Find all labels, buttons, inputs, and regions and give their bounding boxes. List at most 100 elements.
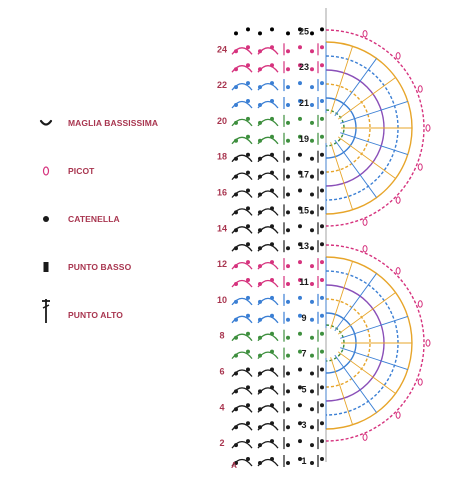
row-label-right: 21 [299, 98, 309, 108]
stitch-arch-mark [257, 100, 279, 109]
stitch-arch-mark [257, 279, 279, 288]
row-label-right: 17 [299, 170, 309, 180]
lower-fan-spoke [340, 347, 408, 371]
chain-stitch-mark [298, 313, 302, 318]
lower-fan-ring [325, 324, 345, 362]
stitch-arch-mark [257, 154, 279, 163]
chain-stitch-mark [234, 31, 238, 36]
row-label-right: 19 [299, 134, 309, 144]
chain-stitch-mark [298, 242, 302, 247]
row-label-left: 18 [217, 152, 227, 162]
row-label-right: 3 [301, 420, 306, 430]
chain-stitch-mark [320, 99, 324, 103]
chain-stitch-mark [320, 385, 324, 390]
upper-fan-picot [395, 52, 401, 60]
row-label-left: 14 [217, 223, 227, 233]
stitch-arch-mark [257, 440, 279, 449]
stitch-arch-mark [257, 47, 279, 55]
row-label-left: 20 [217, 116, 227, 126]
stitch-arch-mark [231, 244, 253, 252]
upper-fan-spoke [337, 136, 396, 179]
chain-stitch-mark [286, 407, 290, 412]
chain-stitch-mark [298, 45, 302, 50]
chain-stitch-mark [286, 299, 290, 304]
chain-stitch-mark [246, 27, 250, 32]
row-label-right: 15 [299, 205, 309, 215]
chain-stitch-mark [320, 170, 324, 175]
row-label-right: 1 [301, 456, 306, 466]
stitch-arch-mark [257, 333, 279, 342]
single-crochet-icon [43, 262, 49, 272]
upper-fan-spoke [340, 100, 408, 124]
chain-stitch-mark [298, 116, 302, 121]
chain-stitch-mark [246, 421, 250, 426]
chain-stitch-mark [246, 242, 250, 247]
chain-stitch-mark [298, 224, 302, 229]
chain-stitch-mark [310, 103, 314, 107]
chain-stitch-mark [246, 81, 250, 86]
stitch-arch-mark [257, 118, 279, 127]
chain-stitch-mark [286, 103, 290, 107]
chain-stitch-mark [310, 335, 314, 340]
stitch-arch-mark [257, 458, 279, 467]
chain-stitch-mark [310, 85, 314, 90]
stitch-arch-mark [231, 226, 253, 234]
lower-fan-spoke [337, 292, 396, 335]
stitch-arch-mark [231, 369, 253, 377]
upper-fan-spoke [334, 139, 377, 198]
chain-stitch-mark [298, 367, 302, 372]
stitch-arch-mark [257, 405, 279, 413]
upper-fan-spoke [330, 142, 354, 210]
slip-stitch-icon [39, 119, 53, 126]
chain-stitch-mark [298, 206, 302, 211]
chain-stitch-mark [320, 224, 324, 229]
chain-stitch-mark [298, 81, 302, 86]
stitch-arch-mark [257, 387, 279, 395]
row-label-right: 5 [301, 384, 306, 394]
chain-stitch-mark [320, 152, 324, 157]
row-label-left: 22 [217, 80, 227, 90]
chain-stitch-mark [298, 278, 302, 282]
chain-stitch-mark [286, 228, 290, 233]
chain-stitch-mark [298, 170, 302, 175]
chain-stitch-mark [286, 443, 290, 448]
row-label-right: 9 [301, 313, 306, 323]
chain-stitch-mark [310, 31, 314, 36]
chain-stitch-mark [246, 134, 250, 139]
lower-fan-picot [362, 245, 368, 253]
upper-fan-ring [325, 109, 345, 147]
chain-stitch-mark [298, 260, 302, 265]
chain-stitch-mark [298, 295, 302, 300]
upper-fan-spoke [334, 58, 377, 117]
chain-stitch-mark [246, 152, 250, 157]
legend-label-chain: CATENELLA [68, 214, 120, 224]
chain-stitch-mark [310, 299, 314, 304]
chain-stitch-mark [320, 81, 324, 86]
chain-stitch-mark [286, 461, 290, 465]
row-label-right: 25 [299, 26, 309, 36]
chain-stitch-mark [320, 278, 324, 282]
stitch-arch-mark [231, 65, 253, 73]
chain-stitch-icon [43, 216, 49, 222]
stitch-arch-mark [257, 65, 279, 73]
lower-fan-picot [417, 378, 423, 386]
row-label-left: 2 [219, 438, 224, 448]
lower-fan-picot [395, 267, 401, 275]
chain-stitch-mark [246, 206, 250, 211]
stitch-arch-mark [257, 244, 279, 252]
chain-stitch-mark [286, 85, 290, 90]
lower-fan-spoke [330, 261, 354, 329]
upper-fan-picot [417, 85, 423, 93]
chain-stitch-mark [298, 331, 302, 336]
upper-fan-ring [325, 29, 425, 227]
chain-stitch-mark [298, 439, 302, 444]
chain-stitch-mark [246, 457, 250, 461]
row-label-left: 10 [217, 295, 227, 305]
stitch-arch-mark [231, 387, 253, 395]
row-label-left: 8 [219, 331, 224, 341]
chain-stitch-mark [298, 99, 302, 103]
chain-stitch-mark [286, 264, 290, 269]
chain-stitch-mark [286, 138, 290, 143]
chain-stitch-mark [320, 206, 324, 211]
stitch-arch-mark [257, 369, 279, 377]
